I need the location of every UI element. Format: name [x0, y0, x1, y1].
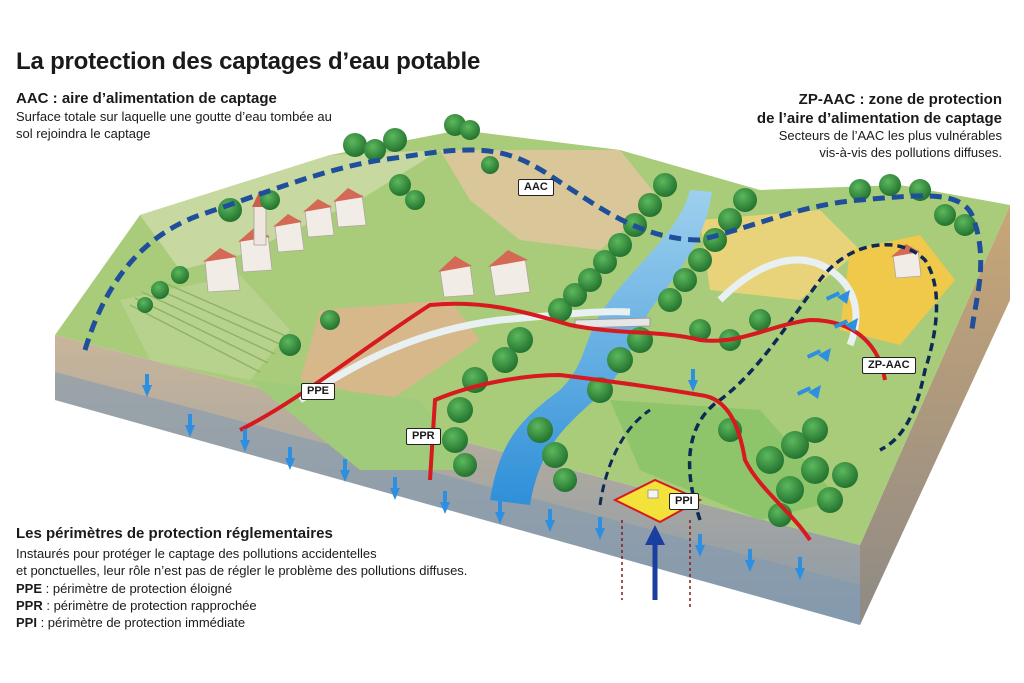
legend-item-ppe: PPE : périmètre de protection éloigné: [16, 581, 233, 596]
forest: [137, 114, 976, 527]
map-label-ppr: PPR: [406, 428, 441, 445]
field-top-left: [140, 150, 440, 270]
page-title: La protection des captages d’eau potable: [16, 48, 481, 75]
aac-description: Surface totale sur laquelle une goutte d…: [16, 109, 332, 141]
ppe-boundary: [239, 301, 887, 432]
field-top-center: [440, 150, 660, 250]
crop-rows: [129, 280, 289, 373]
infiltration-arrows: [142, 290, 858, 580]
zp-aac-boundary: [687, 242, 939, 521]
village: [203, 188, 922, 298]
aquifer-band: [55, 372, 860, 625]
zp-aac-boundary-inner: [598, 408, 651, 506]
aac-heading: AAC : aire d’alimentation de captage: [16, 90, 277, 107]
zp-aac-description-line2: vis-à-vis des pollutions diffuses.: [819, 145, 1002, 160]
ppi-site: [612, 478, 703, 610]
zp-aac-description: Secteurs de l’AAC les plus vulnérables v…: [702, 127, 1002, 161]
field-front-center: [250, 380, 470, 470]
zp-aac-heading-line2: de l’aire d’alimentation de captage: [756, 110, 1002, 127]
block-right-face: [860, 205, 1010, 625]
zp-aac-heading-line1: ZP-AAC : zone de protection: [798, 91, 1002, 108]
legend-item-ppr: PPR : périmètre de protection rapprochée: [16, 598, 257, 613]
perimetres-description-line2: et ponctuelles, leur rôle n’est pas de r…: [16, 563, 468, 578]
perimetres-description-line1: Instaurés pour protéger le captage des p…: [16, 546, 377, 561]
road-left: [298, 308, 631, 403]
perimetres-description: Instaurés pour protéger le captage des p…: [16, 545, 576, 579]
zp-field-yellow: [840, 235, 955, 345]
ppr-boundary: [428, 372, 812, 542]
map-label-ppe: PPE: [301, 383, 336, 400]
pumping-arrow: [645, 525, 665, 600]
legend-item-ppi: PPI : périmètre de protection immédiate: [16, 615, 246, 630]
map-label-ppi: PPI: [669, 493, 699, 510]
zp-aac-heading: ZP-AAC : zone de protection de l’aire d’…: [757, 90, 1002, 128]
map-label-zp-aac: ZP-AAC: [862, 357, 916, 374]
zp-aac-description-line1: Secteurs de l’AAC les plus vulnérables: [778, 128, 1002, 143]
aac-boundary: [82, 147, 984, 351]
map-label-aac: AAC: [518, 179, 554, 196]
perimeter-legend: PPE : périmètre de protection éloigné PP…: [16, 580, 257, 631]
perimetres-heading: Les périmètres de protection réglementai…: [16, 525, 333, 542]
